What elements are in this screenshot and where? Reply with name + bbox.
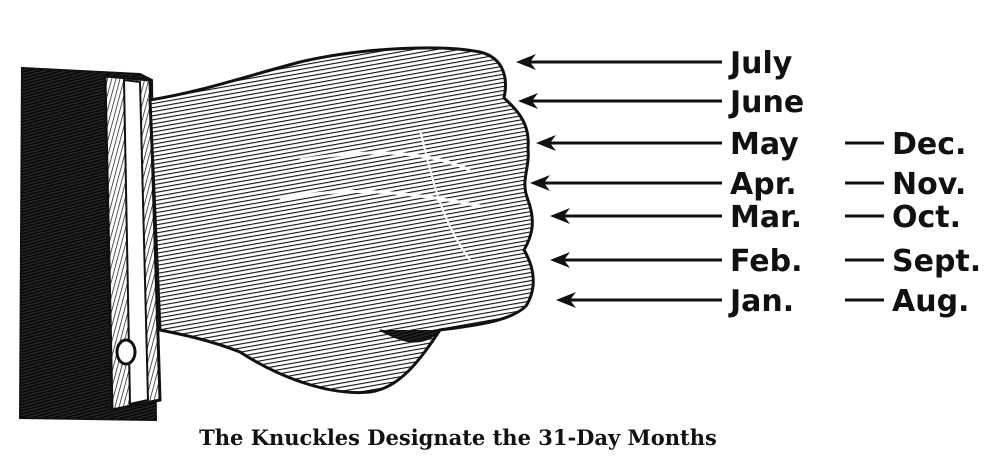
sleeve-illustration [18, 66, 162, 422]
arrow-head-icon [516, 54, 536, 70]
paired-month-label: Sept. [892, 244, 981, 279]
arrow-head-icon [550, 208, 570, 224]
paired-month-label: Dec. [892, 127, 966, 162]
figure-caption: The Knuckles Designate the 31-Day Months [199, 425, 717, 450]
fist-illustration [148, 46, 535, 395]
arrow-head-icon [530, 175, 550, 191]
arrow-head-icon [550, 252, 570, 268]
arrow-head-icon [556, 292, 576, 308]
month-label: July [728, 46, 793, 81]
month-label: Jan. [728, 284, 794, 319]
month-label: Feb. [730, 244, 803, 279]
month-label: Apr. [730, 167, 797, 202]
month-label: Mar. [730, 200, 802, 235]
paired-month-label: Aug. [892, 284, 969, 319]
paired-month-label: Nov. [892, 167, 966, 202]
paired-month-label: Oct. [892, 200, 961, 235]
arrow-head-icon [518, 93, 538, 109]
arrow-head-icon [536, 135, 556, 151]
month-label: June [728, 85, 804, 120]
month-label: May [730, 127, 799, 162]
